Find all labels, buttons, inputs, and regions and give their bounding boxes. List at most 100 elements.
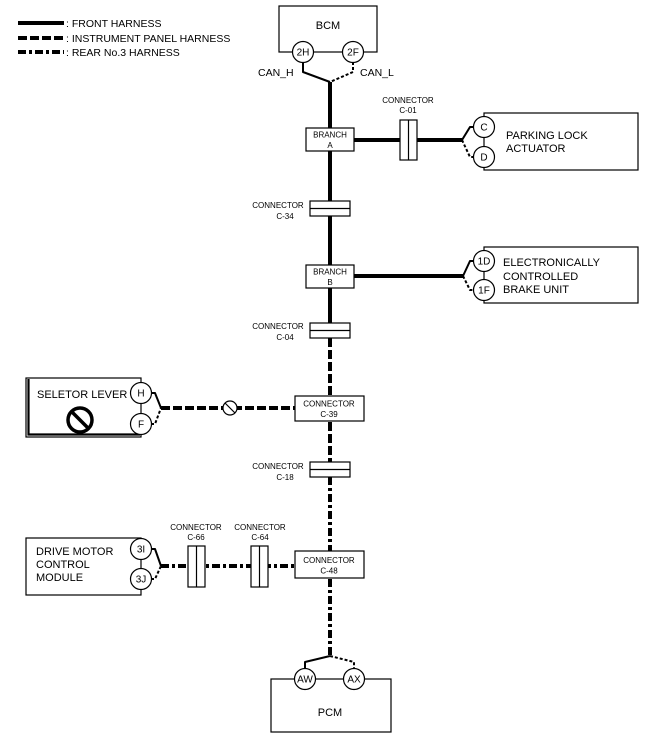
pcm-module: PCM AW AX <box>270 667 392 733</box>
connector-c66-id: C-66 <box>187 533 205 542</box>
pcm-pin-ax-label: AX <box>347 675 361 686</box>
selector-lever-pin-h-label: H <box>137 389 144 400</box>
bcm-module: BCM 2H 2F CAN_H CAN_L <box>258 5 394 79</box>
pcm-pin-ax <box>342 667 366 691</box>
brake-unit-pin-1d <box>472 249 496 273</box>
connector-c64: CONNECTOR C-64 <box>234 523 286 588</box>
selector-lever-box-shadow <box>27 379 140 436</box>
legend: : FRONT HARNESS : INSTRUMENT PANEL HARNE… <box>18 18 230 59</box>
branch-b: BRANCH B <box>305 264 355 289</box>
legend-rear-harness-label: : REAR No.3 HARNESS <box>66 47 180 59</box>
circle-slash-icon <box>222 400 238 416</box>
branch-b-box <box>305 264 355 289</box>
connector-c01: CONNECTOR C-01 <box>382 96 434 161</box>
bcm-pin-2h <box>291 40 315 64</box>
prohibition-icon <box>66 406 94 434</box>
brake-unit-name-line2: CONTROLLED <box>503 271 578 283</box>
parking-lock-actuator-name-line2: ACTUATOR <box>506 143 566 155</box>
parking-lock-actuator-name-line1: PARKING LOCK <box>506 130 588 142</box>
connector-c66: CONNECTOR C-66 <box>170 523 222 588</box>
connector-c64-label: CONNECTOR <box>234 523 286 532</box>
connector-c18-id: C-18 <box>276 473 294 482</box>
connector-c34: CONNECTOR C-34 <box>252 200 351 221</box>
brake-unit-1d-lead <box>462 260 474 277</box>
selector-lever-name: SELETOR LEVER <box>37 389 127 401</box>
connector-c39-box <box>294 395 365 422</box>
legend-instrument-panel-harness-label: : INSTRUMENT PANEL HARNESS <box>66 33 230 45</box>
connector-c66-label: CONNECTOR <box>170 523 222 532</box>
connector-c64-id: C-64 <box>251 533 269 542</box>
drive-motor-3i-lead <box>151 548 162 567</box>
connector-c48-label: CONNECTOR <box>303 556 355 565</box>
connector-c34-label: CONNECTOR <box>252 201 304 210</box>
pcm-pin-aw <box>293 667 317 691</box>
connector-c39-id: C-39 <box>320 410 338 419</box>
bcm-pin-2f-label: 2F <box>347 48 359 59</box>
selector-lever-f-lead <box>151 407 162 425</box>
connector-c04-label: CONNECTOR <box>252 322 304 331</box>
pcm-pin-aw-label: AW <box>297 675 313 686</box>
connector-c34-id: C-34 <box>276 212 294 221</box>
branch-b-id: B <box>327 278 332 287</box>
connector-c39-label: CONNECTOR <box>303 400 355 409</box>
selector-lever-h-lead <box>151 392 162 409</box>
selector-lever-pin-f-label: F <box>138 420 144 431</box>
brake-unit-pin-1f <box>472 278 496 302</box>
selector-lever: SELETOR LEVER H F <box>25 377 153 438</box>
pcm-title: PCM <box>318 707 342 719</box>
parking-lock-pin-c <box>472 115 496 139</box>
selector-lever-pin-h <box>129 381 153 405</box>
drive-motor-pin-3i-label: 3I <box>137 545 145 556</box>
parking-lock-d-lead <box>461 139 474 158</box>
drive-motor-control-module: DRIVE MOTOR CONTROL MODULE 3I 3J <box>25 537 153 596</box>
connector-c04: CONNECTOR C-04 <box>252 322 351 342</box>
bcm-can-h-lead <box>302 62 331 83</box>
drive-motor-pin-3j-label: 3J <box>136 575 147 586</box>
connector-c48-id: C-48 <box>320 567 338 576</box>
bcm-pin-2h-label: 2H <box>297 48 310 59</box>
selector-lever-pin-f <box>129 412 153 436</box>
connector-c18-label: CONNECTOR <box>252 462 304 471</box>
drive-motor-3j-lead <box>151 565 162 580</box>
brake-unit-1f-lead <box>462 275 474 291</box>
drive-motor-name-line3: MODULE <box>36 572 83 584</box>
branch-a: BRANCH A <box>305 127 355 152</box>
pcm-box <box>270 678 392 733</box>
can-h-label: CAN_H <box>258 67 294 79</box>
drive-motor-name-line2: CONTROL <box>36 559 90 571</box>
connector-c48: CONNECTOR C-48 <box>294 550 365 579</box>
brake-unit-name-line1: ELECTRONICALLY <box>503 257 601 269</box>
bcm-can-l-lead <box>329 62 354 83</box>
branch-a-id: A <box>327 141 333 150</box>
connector-c04-id: C-04 <box>276 333 294 342</box>
drive-motor-name-line1: DRIVE MOTOR <box>36 546 113 558</box>
bcm-pin-2f <box>341 40 365 64</box>
drive-motor-box <box>25 537 142 596</box>
legend-front-harness-label: : FRONT HARNESS <box>66 18 161 30</box>
connector-c48-box <box>294 550 365 579</box>
drive-motor-pin-3j <box>129 567 153 591</box>
connector-c18: CONNECTOR C-18 <box>252 461 351 482</box>
parking-lock-pin-d-label: D <box>480 153 487 164</box>
connector-c39: CONNECTOR C-39 <box>294 395 365 422</box>
parking-lock-actuator-box <box>483 112 639 171</box>
bcm-title: BCM <box>316 20 340 32</box>
electronically-controlled-brake-unit: ELECTRONICALLY CONTROLLED BRAKE UNIT 1D … <box>472 246 639 304</box>
brake-unit-name-line3: BRAKE UNIT <box>503 284 569 296</box>
branch-a-label: BRANCH <box>313 131 347 140</box>
can-l-label: CAN_L <box>360 67 394 79</box>
branch-a-box <box>305 127 355 152</box>
brake-unit-box <box>483 246 639 304</box>
brake-unit-pin-1d-label: 1D <box>478 257 491 268</box>
connector-c01-id: C-01 <box>399 106 417 115</box>
pcm-aw-lead <box>304 655 331 669</box>
parking-lock-c-lead <box>461 126 474 141</box>
parking-lock-pin-c-label: C <box>480 123 487 134</box>
connector-c01-label: CONNECTOR <box>382 96 434 105</box>
drive-motor-pin-3i <box>129 537 153 561</box>
pcm-ax-lead <box>329 655 355 669</box>
brake-unit-pin-1f-label: 1F <box>478 286 490 297</box>
parking-lock-actuator: PARKING LOCK ACTUATOR C D <box>472 112 639 171</box>
branch-b-label: BRANCH <box>313 268 347 277</box>
